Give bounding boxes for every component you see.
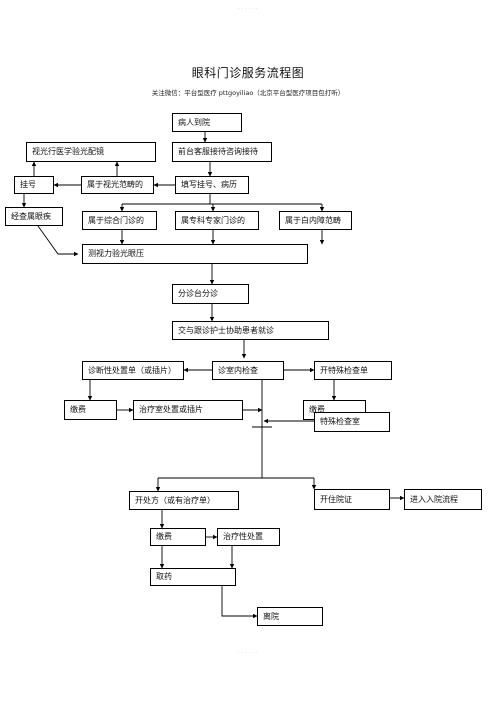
- node-vision-scope: 属于视光范畴的: [81, 176, 154, 194]
- node-special-room: 特殊检查室: [314, 412, 390, 432]
- node-arrive: 病人到院: [172, 113, 242, 132]
- node-register: 挂号: [14, 176, 54, 194]
- node-front-desk: 前台客服接待咨询接待: [172, 142, 272, 162]
- node-pay-3: 缴费: [150, 528, 206, 546]
- node-outpatient: 经查属眼疾: [5, 207, 63, 226]
- node-medicine: 取药: [150, 568, 236, 586]
- page-header: · · · · · ·: [238, 6, 258, 11]
- node-pay-1: 缴费: [64, 400, 117, 420]
- node-vision-exam: 视光行医学验光配镜: [26, 142, 156, 162]
- link-medicine-leave: [221, 586, 258, 619]
- node-triage: 分诊台分诊: [172, 284, 249, 304]
- node-specialist: 属专科专家门诊的: [175, 211, 259, 230]
- node-admission: 开住院证: [314, 489, 390, 510]
- node-leave: 离院: [257, 607, 323, 626]
- node-admit-flow: 进入入院流程: [404, 489, 482, 510]
- node-cataract: 属于白内障范畴: [279, 211, 352, 230]
- page-footer: · · · · · ·: [238, 650, 258, 655]
- node-special-exam: 开特殊检查单: [314, 361, 392, 380]
- node-test-eye: 测视力验光眼压: [82, 244, 308, 264]
- node-general: 属于综合门诊的: [82, 211, 157, 230]
- node-diagnosis-slip: 诊断性处置单（或插片）: [82, 361, 184, 380]
- node-treatment-room: 治疗室处置或插片: [133, 400, 243, 420]
- node-room-exam: 诊室内检查: [212, 361, 284, 380]
- node-nurse: 交与跟诊护士协助患者就诊: [172, 321, 329, 340]
- node-fill-record: 填写挂号、病历: [175, 176, 249, 194]
- node-therapy: 治疗性处置: [217, 528, 280, 546]
- node-prescribe: 开处方（或有治疗单）: [129, 491, 239, 510]
- page-subtitle: 关注微信：平台型医疗 pttgoyiliao（北京平台型医疗项目包打听）: [151, 89, 345, 97]
- link-outpatient-test: [37, 225, 79, 257]
- page-title: 眼科门诊服务流程图: [191, 66, 305, 80]
